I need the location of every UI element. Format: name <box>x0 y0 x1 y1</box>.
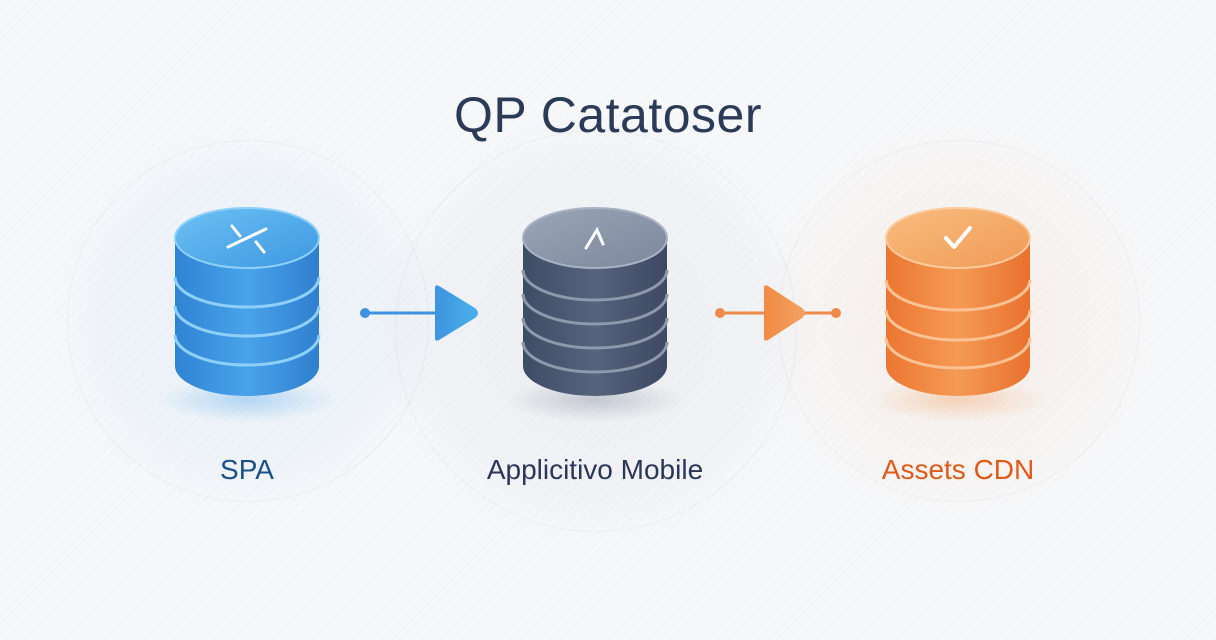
checkmark-icon <box>944 226 972 249</box>
caret-up-icon <box>584 226 605 250</box>
node-label-assets-cdn: Assets CDN <box>881 454 1035 485</box>
node-label-applicitivo-mobile: Applicitivo Mobile <box>486 454 704 485</box>
database-slate-icon <box>505 207 685 422</box>
wrench-icon <box>226 224 268 254</box>
node-applicitivo-mobile: Applicitivo Mobile <box>445 200 745 485</box>
database-blue-icon <box>157 207 337 422</box>
connector-arrow-spa-to-mobile <box>360 285 478 341</box>
node-spa: SPA <box>97 200 397 485</box>
connector-arrow-mobile-to-cdn <box>715 285 841 341</box>
node-assets-cdn: Assets CDN <box>808 200 1108 485</box>
database-orange-icon <box>868 207 1048 422</box>
node-label-spa: SPA <box>220 454 274 485</box>
diagram-title: QP Catatoser <box>453 87 762 143</box>
